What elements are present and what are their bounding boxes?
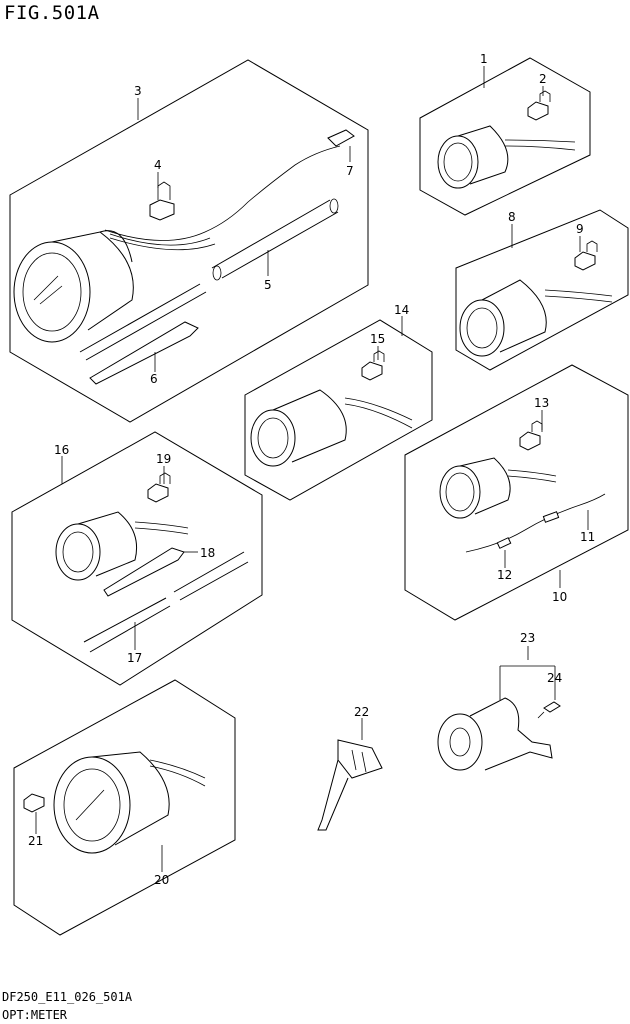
group-10-box (404, 364, 629, 621)
part-8-meter (459, 279, 613, 357)
figure-code: DF250_E11_026_501A (2, 990, 133, 1004)
part-20-meter (53, 751, 206, 854)
part-13-bulb (519, 420, 543, 451)
callout-18: 18 (200, 546, 215, 560)
part-17-tube (83, 551, 249, 653)
part-6-cable-tie (79, 283, 207, 385)
callout-3: 3 (134, 84, 142, 98)
group-1-box (419, 57, 591, 216)
part-2-bulb (527, 90, 551, 121)
figure-title: FIG.501A (4, 2, 100, 24)
callout-4: 4 (154, 158, 162, 172)
callout-13: 13 (534, 396, 549, 410)
callout-17: 17 (127, 651, 142, 665)
group-3-box (9, 59, 369, 423)
part-3-large-meter (13, 145, 341, 343)
callout-9: 9 (576, 222, 584, 236)
part-9-bulb (574, 240, 598, 271)
callout-21: 21 (28, 834, 43, 848)
callout-22: 22 (354, 705, 369, 719)
callout-1: 1 (480, 52, 488, 66)
part-10-meter (439, 457, 557, 519)
callout-7: 7 (346, 164, 354, 178)
callout-11: 11 (580, 530, 595, 544)
callout-2: 2 (539, 72, 547, 86)
callout-20: 20 (154, 873, 169, 887)
callout-8: 8 (508, 210, 516, 224)
callout-16: 16 (54, 443, 69, 457)
part-22-bracket (317, 739, 383, 831)
callout-10: 10 (552, 590, 567, 604)
callout-5: 5 (264, 278, 272, 292)
callout-24: 24 (547, 671, 562, 685)
part-7-terminal (327, 129, 355, 147)
callout-12: 12 (497, 568, 512, 582)
part-18-cable-tie (103, 547, 185, 597)
part-24-screw (537, 701, 561, 719)
group-20-box (13, 679, 236, 936)
part-5-tube (211, 198, 339, 281)
callout-15: 15 (370, 332, 385, 346)
callout-23: 23 (520, 631, 535, 645)
group-16-box (11, 431, 263, 686)
callout-labels: 3 4 5 6 7 1 2 8 9 14 15 13 10 11 12 16 1… (28, 52, 595, 887)
callout-14: 14 (394, 303, 409, 317)
part-23-mount (437, 697, 553, 771)
part-15-bulb (361, 350, 385, 381)
part-21-bulb (23, 793, 45, 813)
part-14-meter (250, 389, 413, 467)
callout-19: 19 (156, 452, 171, 466)
part-16-meter (55, 511, 189, 581)
leader-lines (35, 66, 589, 872)
part-1-meter (437, 125, 576, 189)
figure-caption: OPT:METER (2, 1008, 68, 1022)
part-12-harness (465, 493, 606, 553)
part-19-bulb (147, 472, 171, 503)
callout-6: 6 (150, 372, 158, 386)
part-4-bulb (149, 181, 175, 221)
group-8-box (455, 209, 629, 371)
group-14-box (244, 319, 433, 501)
